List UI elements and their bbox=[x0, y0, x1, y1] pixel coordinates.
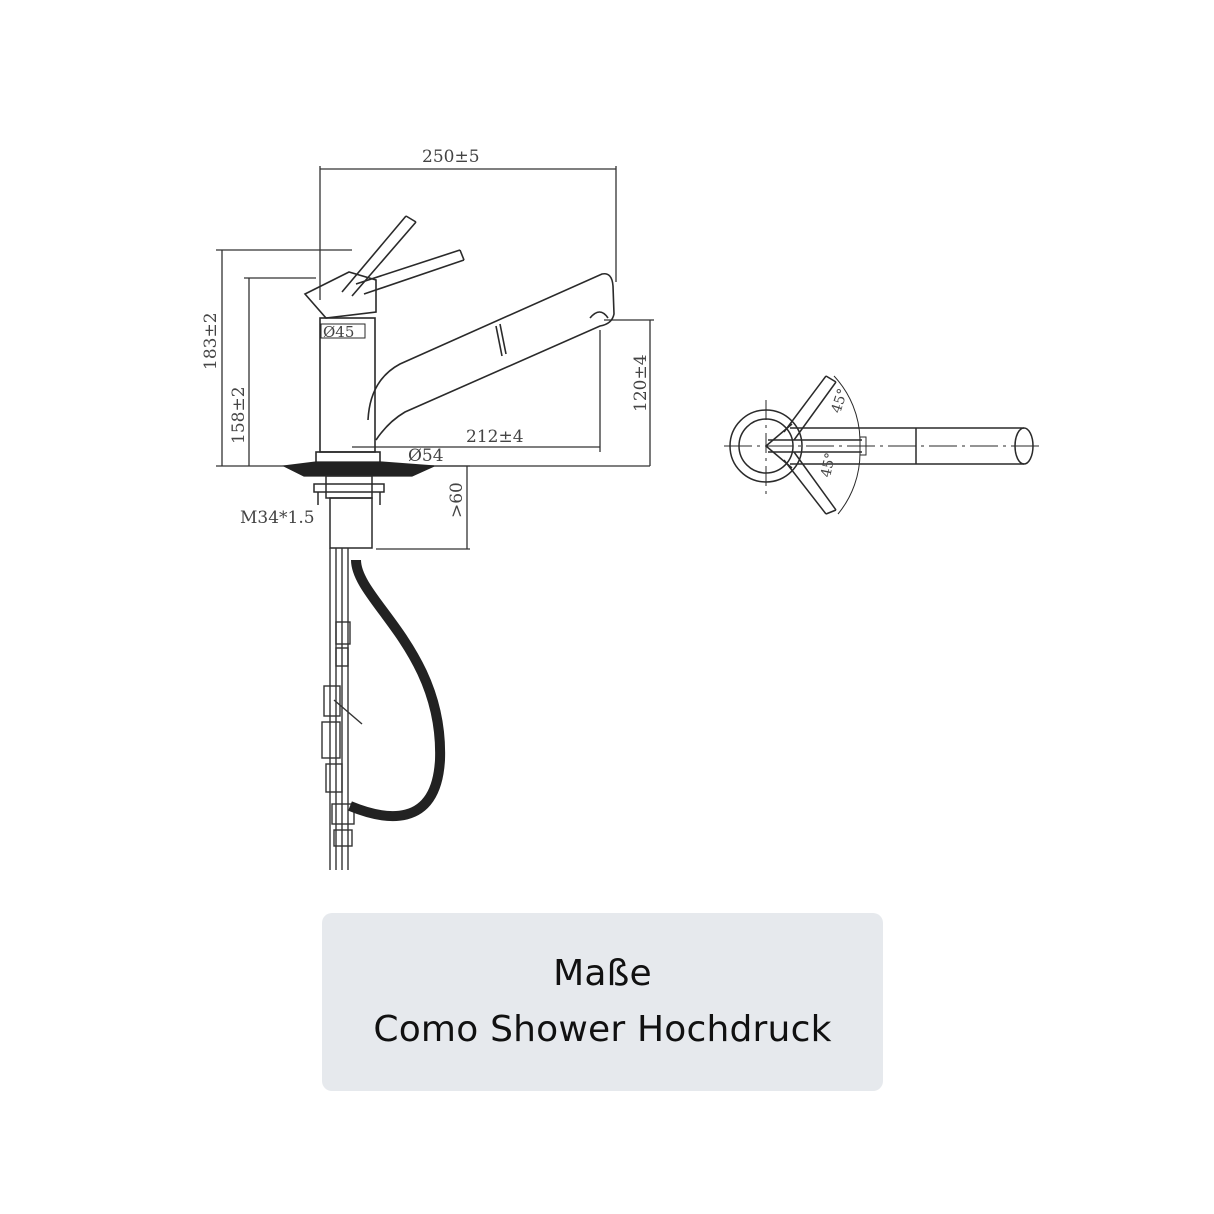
mounting-shank bbox=[313, 475, 385, 549]
spout-reach-dimension bbox=[352, 330, 601, 452]
supply-pipes bbox=[321, 548, 363, 870]
caption-box: Maße Como Shower Hochdruck bbox=[322, 913, 883, 1091]
base-gasket bbox=[281, 461, 435, 477]
width-dimension bbox=[319, 166, 617, 300]
spout-height-label: 120±4 bbox=[631, 354, 651, 412]
height-body-dimension bbox=[244, 277, 316, 466]
caption-product-name: Como Shower Hochdruck bbox=[373, 1009, 832, 1050]
base-diameter-label: Ø54 bbox=[408, 446, 444, 466]
thread-label: M34*1.5 bbox=[240, 508, 315, 528]
angle-top-label: 45° bbox=[829, 387, 852, 416]
top-view bbox=[724, 375, 1044, 515]
caption-title: Maße bbox=[553, 953, 652, 994]
pull-out-hose bbox=[348, 559, 446, 822]
height-body-label: 158±2 bbox=[229, 386, 249, 444]
angle-bottom-label: 45° bbox=[818, 451, 839, 479]
height-total-dimension bbox=[216, 249, 352, 466]
lever-diameter-label: Ø45 bbox=[323, 323, 354, 341]
width-total-label: 250±5 bbox=[422, 147, 480, 167]
spout-reach-label: 212±4 bbox=[466, 427, 524, 447]
min-depth-label: >60 bbox=[447, 482, 467, 518]
faucet-body bbox=[303, 215, 615, 465]
height-total-label: 183±2 bbox=[201, 312, 221, 370]
